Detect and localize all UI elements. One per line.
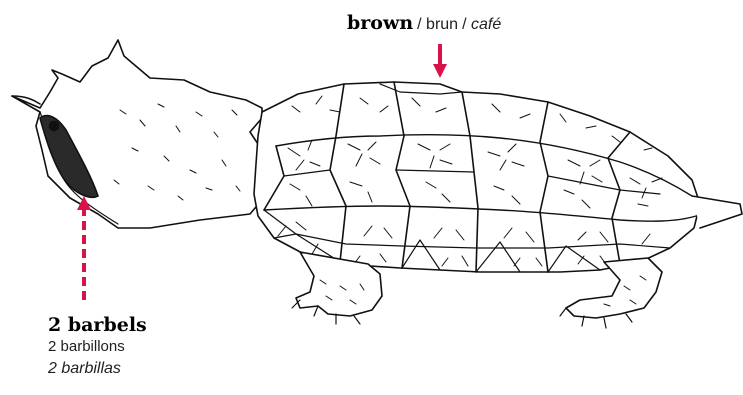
barbels-label: 2 barbels 2 barbillons 2 barbillas	[48, 314, 147, 380]
label-barbels-en: 2 barbels	[48, 314, 147, 336]
label-brown-en: brown	[347, 12, 413, 34]
label-brown-fr: brun	[426, 16, 458, 33]
label-brown-es: café	[471, 16, 501, 33]
shell-color-label: brown / brun / café	[347, 12, 501, 34]
label-barbels-es: 2 barbillas	[48, 358, 147, 380]
label-sep: /	[417, 16, 421, 33]
turtle-tail	[692, 196, 742, 228]
label-sep: /	[462, 16, 466, 33]
barbels-arrow	[77, 196, 91, 300]
label-barbels-fr: 2 barbillons	[48, 336, 147, 358]
brown-arrow	[433, 44, 447, 78]
